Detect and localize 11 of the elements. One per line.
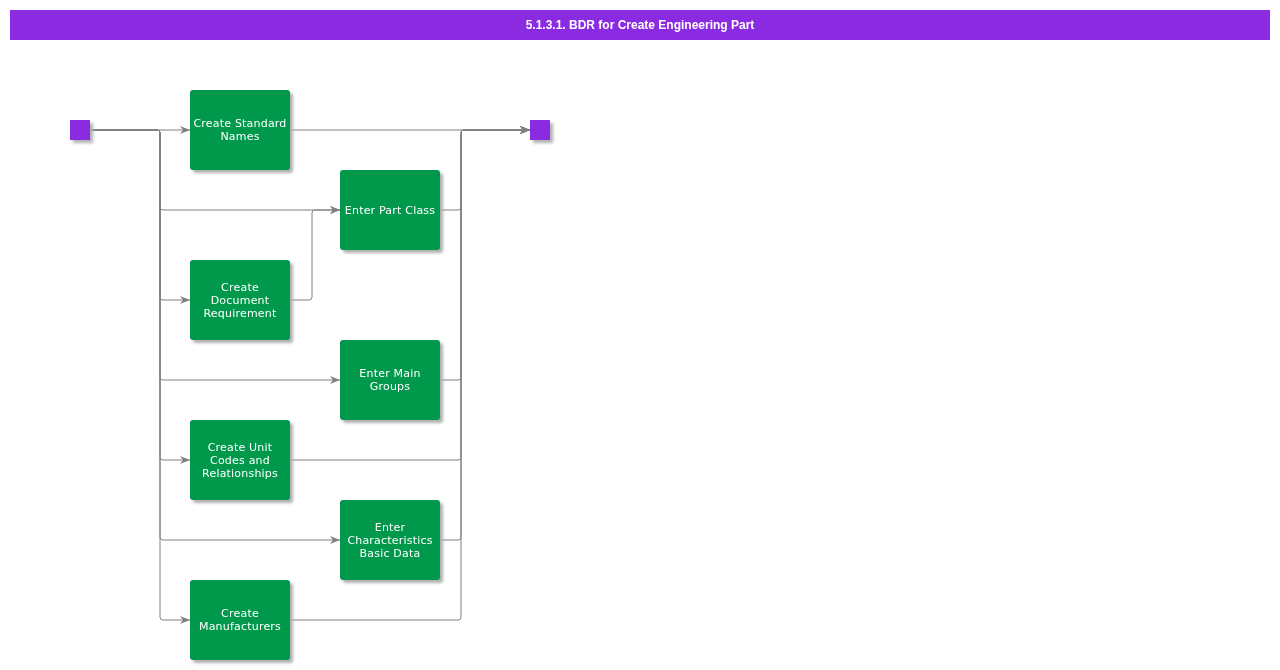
- title-bar: 5.1.3.1. BDR for Create Engineering Part: [10, 10, 1270, 40]
- terminal-square: [530, 120, 550, 140]
- process-box: Create Document Requirement: [190, 260, 290, 340]
- process-box: Create Standard Names: [190, 90, 290, 170]
- process-box: Enter Characteristics Basic Data: [340, 500, 440, 580]
- arrow: [289, 206, 341, 301]
- process-box: Enter Main Groups: [340, 340, 440, 420]
- terminal-square: [70, 120, 90, 140]
- process-box: Create Unit Codes and Relationships: [190, 420, 290, 500]
- process-box: Create Manufacturers: [190, 580, 290, 660]
- process-box: Enter Part Class: [340, 170, 440, 250]
